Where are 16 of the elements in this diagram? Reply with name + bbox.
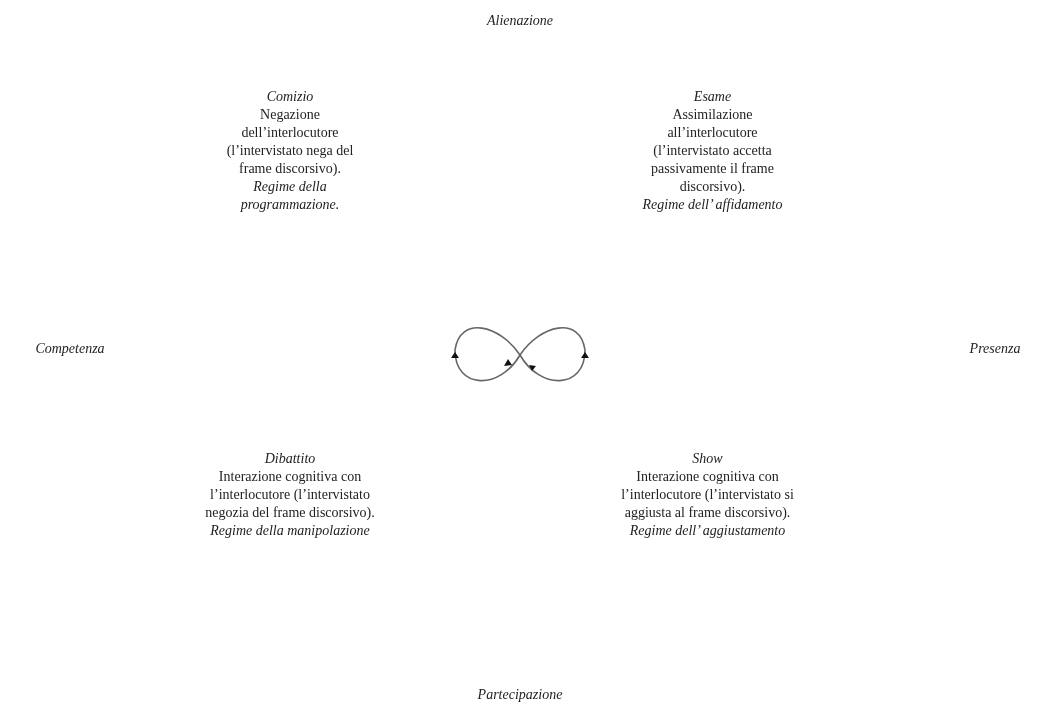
quadrant-title: Dibattito xyxy=(264,450,316,468)
quadrant-description: Negazione dell’interlocutore (l’intervistato nega del frame discorsivo). xyxy=(225,106,355,178)
regime-label: Regime della manipolazione xyxy=(210,522,370,540)
axis-label: Presenza xyxy=(969,340,1021,358)
axis-label: Alienazione xyxy=(486,12,554,30)
quadrant-description: Interazione cognitiva con l’interlocutore (l’intervistato negozia del frame discorsivo). xyxy=(205,468,375,522)
axis-label: Partecipazione xyxy=(477,686,563,704)
quadrant-description: Assimilazione all’interlocutore (l’intervistato accetta passivamente il frame discorsivo). xyxy=(650,106,775,196)
quadrant-title: Esame xyxy=(693,88,732,106)
regime-label: Regime dell’ affidamento xyxy=(642,196,783,214)
regime-label: Regime della programmazione. xyxy=(239,178,341,214)
quadrant-description: Interazione cognitiva con l’interlocutore (l’intervistato si aggiusta al frame discorsivo). xyxy=(620,468,795,522)
regime-label: Regime dell’ aggiustamento xyxy=(629,522,786,540)
quadrant-title: Show xyxy=(692,450,723,468)
axis-label: Competenza xyxy=(35,340,105,358)
quadrant-title: Comizio xyxy=(266,88,314,106)
